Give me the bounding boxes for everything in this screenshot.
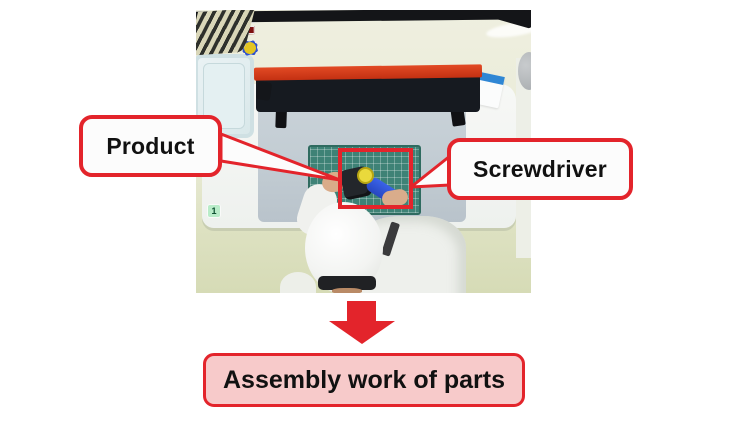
callout-screwdriver-label: Screwdriver bbox=[473, 155, 607, 182]
highlight-rect bbox=[338, 148, 413, 209]
station-number-tag: 1 bbox=[208, 205, 220, 217]
stool bbox=[518, 52, 531, 90]
parts-tray bbox=[196, 54, 254, 138]
result-label: Assembly work of parts bbox=[222, 365, 506, 394]
screwdriver-cap bbox=[357, 167, 374, 184]
result-box: Assembly work of parts bbox=[203, 353, 525, 407]
down-arrow-head bbox=[329, 321, 395, 344]
red-bin-row bbox=[241, 17, 485, 71]
worker-left-shoulder bbox=[280, 272, 316, 293]
callout-product: Product bbox=[79, 115, 222, 177]
blue-bin-row bbox=[264, 76, 472, 110]
down-arrow-shaft bbox=[347, 301, 376, 322]
callout-screwdriver: Screwdriver bbox=[447, 138, 633, 200]
callout-product-label: Product bbox=[106, 132, 195, 159]
worker-face bbox=[332, 288, 362, 293]
worker-goggles bbox=[318, 276, 376, 290]
